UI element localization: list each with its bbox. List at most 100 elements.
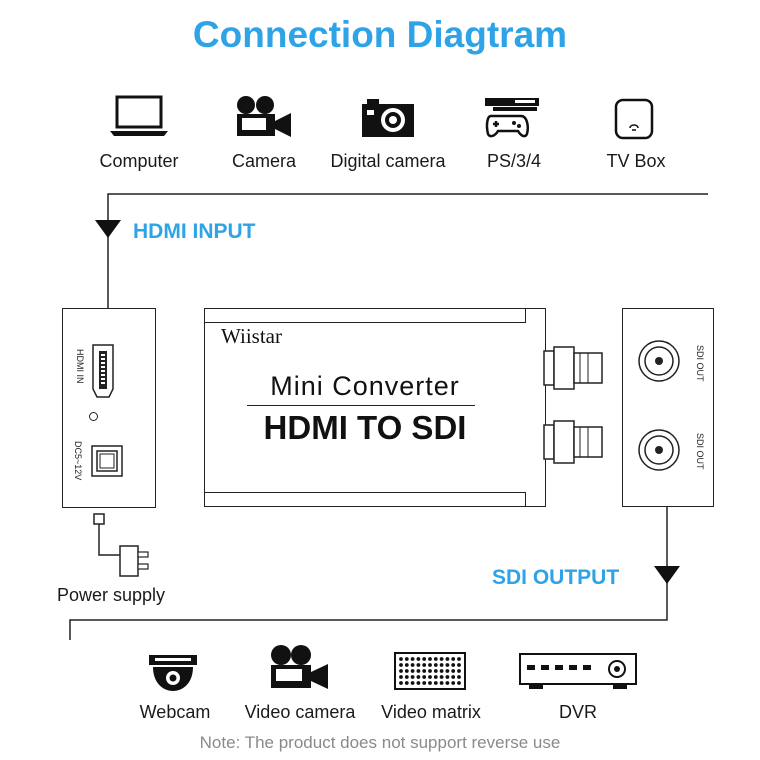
matrix-dot	[457, 681, 461, 685]
input-device-digital-camera	[361, 98, 415, 138]
matrix-dot	[416, 657, 421, 661]
input-label-camera: Camera	[231, 151, 297, 171]
output-label-video-camera: Video camera	[244, 702, 356, 722]
matrix-dot	[404, 675, 409, 679]
diagram-title: Connection Diagtram	[192, 14, 568, 55]
input-label-ps: PS/3/4	[486, 151, 542, 171]
movie-camera-icon	[271, 645, 328, 689]
bnc-connector-1	[543, 346, 603, 390]
hdmi-input-line	[107, 193, 708, 308]
matrix-dot	[445, 669, 450, 673]
matrix-dot	[416, 669, 421, 673]
matrix-dot	[457, 657, 461, 661]
matrix-dot	[451, 675, 456, 679]
matrix-dot	[399, 681, 403, 685]
bnc-connectors	[543, 346, 603, 464]
matrix-dot	[433, 669, 438, 673]
dc-power-port-icon	[91, 445, 123, 477]
left-panel: HDMI IN DC5~12V	[62, 308, 156, 508]
sdi-out-text-1: SDI OUT	[695, 345, 705, 382]
footer-note: Note: The product does not support rever…	[199, 733, 561, 752]
matrix-dot	[445, 681, 450, 685]
sdi-output-label: SDI OUTPUT	[492, 566, 620, 589]
power-plug-icon	[93, 513, 149, 577]
matrix-dot	[422, 681, 427, 685]
matrix-dot	[416, 675, 421, 679]
input-device-tv-box	[614, 98, 654, 140]
matrix-dot	[422, 669, 427, 673]
matrix-dot	[439, 663, 444, 667]
matrix-dot	[404, 669, 409, 673]
hdmi-in-text: HDMI IN	[75, 349, 85, 384]
sdi-output-line	[69, 506, 668, 640]
hdmi-input-arrow	[95, 220, 121, 238]
hdmi-port-icon	[92, 344, 114, 398]
matrix-dot	[399, 657, 403, 661]
converter-subtitle: Mini Converter	[270, 371, 460, 401]
matrix-dot	[410, 657, 415, 661]
output-device-dvr	[519, 653, 637, 691]
output-device-webcam	[147, 653, 199, 693]
matrix-dot	[457, 669, 461, 673]
converter-body: Wiistar Mini Converter HDMI TO SDI	[204, 308, 546, 507]
matrix-dot	[422, 675, 427, 679]
matrix-dot	[433, 675, 438, 679]
matrix-dot	[404, 681, 409, 685]
matrix-dot	[457, 663, 461, 667]
sdi-out-port-1	[638, 340, 680, 382]
matrix-dot	[410, 669, 415, 673]
right-panel: SDI OUT SDI OUT	[622, 308, 714, 507]
output-device-video-camera	[268, 643, 330, 691]
matrix-dot	[428, 675, 432, 679]
input-label-computer: Computer	[99, 151, 179, 171]
matrix-dot	[433, 657, 438, 661]
status-led	[89, 412, 98, 421]
matrix-dot	[404, 657, 409, 661]
matrix-dot	[445, 657, 450, 661]
brand-logo: Wiistar	[221, 324, 282, 348]
matrix-dot	[416, 663, 421, 667]
matrix-dot	[439, 669, 444, 673]
sdi-out-port-2	[638, 429, 680, 471]
matrix-dot	[451, 657, 456, 661]
matrix-dot	[451, 669, 456, 673]
output-label-dvr: DVR	[558, 702, 597, 722]
dvr-icon	[519, 653, 637, 689]
matrix-dot	[410, 663, 415, 667]
matrix-dot	[416, 681, 421, 685]
digital-camera-icon	[362, 99, 414, 137]
input-device-computer	[108, 95, 170, 139]
matrix-dot	[457, 675, 461, 679]
input-device-ps	[483, 96, 541, 140]
sdi-out-text-2: SDI OUT	[695, 433, 705, 470]
matrix-dot	[399, 675, 403, 679]
matrix-dot	[428, 681, 432, 685]
dc-input-text: DC5~12V	[73, 441, 83, 481]
matrix-dot	[422, 657, 427, 661]
matrix-dot	[445, 663, 450, 667]
output-label-video-matrix: Video matrix	[381, 702, 481, 722]
matrix-dot	[439, 657, 444, 661]
power-cable	[98, 518, 120, 556]
matrix-dot	[404, 663, 409, 667]
matrix-dot	[439, 681, 444, 685]
input-label-digital-camera: Digital camera	[330, 151, 446, 171]
converter-bottom-edge	[205, 492, 526, 506]
power-supply-label: Power supply	[56, 585, 166, 605]
converter-top-edge	[205, 309, 526, 323]
laptop-icon	[110, 95, 168, 136]
output-label-webcam: Webcam	[139, 702, 211, 722]
dome-camera-icon	[149, 655, 197, 691]
converter-title: HDMI TO SDI	[263, 409, 467, 446]
input-label-tv-box: TV Box	[606, 151, 666, 171]
bnc-connector-2	[543, 420, 603, 464]
game-console-icon	[485, 98, 539, 138]
matrix-dot	[428, 657, 432, 661]
tv-box-icon	[614, 98, 654, 140]
matrix-dot	[433, 681, 438, 685]
matrix-dot	[445, 675, 450, 679]
matrix-dot	[410, 675, 415, 679]
matrix-dot	[410, 681, 415, 685]
matrix-dot	[428, 669, 432, 673]
